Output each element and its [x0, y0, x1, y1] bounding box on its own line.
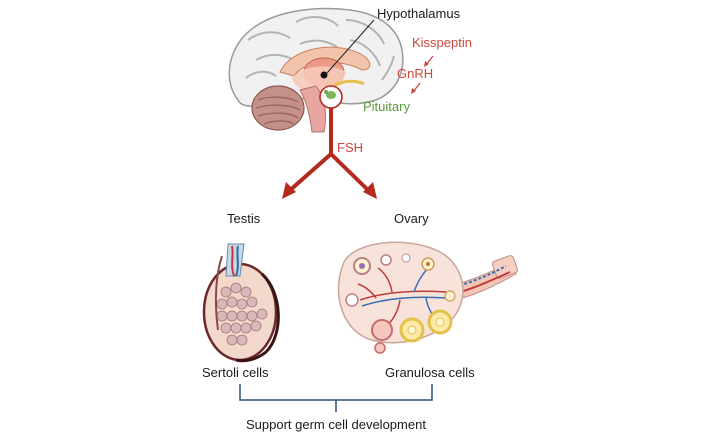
arrowhead-left [282, 182, 296, 199]
gnrh-label: GnRH [397, 66, 434, 81]
brain-illustration [228, 7, 404, 133]
support-germ-cell-label: Support germ cell development [246, 417, 426, 432]
fsh-label: FSH [337, 140, 363, 155]
arrowhead-right [363, 182, 377, 199]
sertoli-cells-label: Sertoli cells [202, 365, 269, 380]
hypothalamus-pointer [326, 19, 375, 74]
ovary-label: Ovary [394, 211, 429, 226]
pituitary-gland [326, 91, 336, 99]
granulosa-cells-label: Granulosa cells [385, 365, 475, 380]
convergence-bracket [239, 384, 433, 412]
testis-label: Testis [227, 211, 261, 226]
pituitary-label: Pituitary [363, 99, 410, 114]
testis-illustration [202, 243, 280, 363]
kisspeptin-label: Kisspeptin [412, 35, 472, 50]
hypothalamus-label: Hypothalamus [377, 6, 461, 21]
fsh-arrow [282, 108, 377, 199]
hormone-cascade-arrows [411, 55, 434, 94]
ovary-illustration [337, 241, 519, 354]
hypothalamus-marker [320, 71, 328, 79]
